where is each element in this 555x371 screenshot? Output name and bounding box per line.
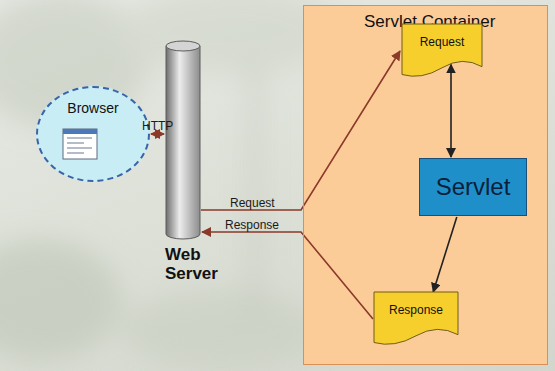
edge-label: Response xyxy=(225,218,279,232)
cylinder-symbol xyxy=(165,40,201,240)
edge-label: HTTP xyxy=(142,119,173,133)
node-label: Request xyxy=(401,35,483,49)
edge-label-holder: HTTP xyxy=(142,116,173,134)
connector-arrow xyxy=(433,217,457,292)
node-label: Servlet xyxy=(436,173,511,201)
response-document: Response xyxy=(373,291,459,347)
browser-window-icon xyxy=(62,128,98,160)
web-server-cylinder: Web Server xyxy=(150,40,230,290)
request-document: Request xyxy=(401,23,483,79)
connector-arrow xyxy=(450,64,452,157)
edge-label-holder: Request xyxy=(230,193,275,211)
servlet-container: Servlet ContainerRequestServletResponse xyxy=(303,5,548,365)
server-label: Web Server xyxy=(165,246,229,283)
connector-arrow xyxy=(151,133,164,135)
node-label: Response xyxy=(373,303,459,317)
connector-arrow xyxy=(201,51,400,210)
node-label: Browser xyxy=(38,100,148,116)
edge-label: Request xyxy=(230,196,275,210)
edge-label-holder: Response xyxy=(225,215,279,233)
document-shape xyxy=(373,291,459,347)
browser-ellipse: Browser xyxy=(36,86,150,182)
connector-arrow xyxy=(202,232,373,319)
servlet-box: Servlet xyxy=(419,158,527,216)
document-shape xyxy=(401,23,483,79)
